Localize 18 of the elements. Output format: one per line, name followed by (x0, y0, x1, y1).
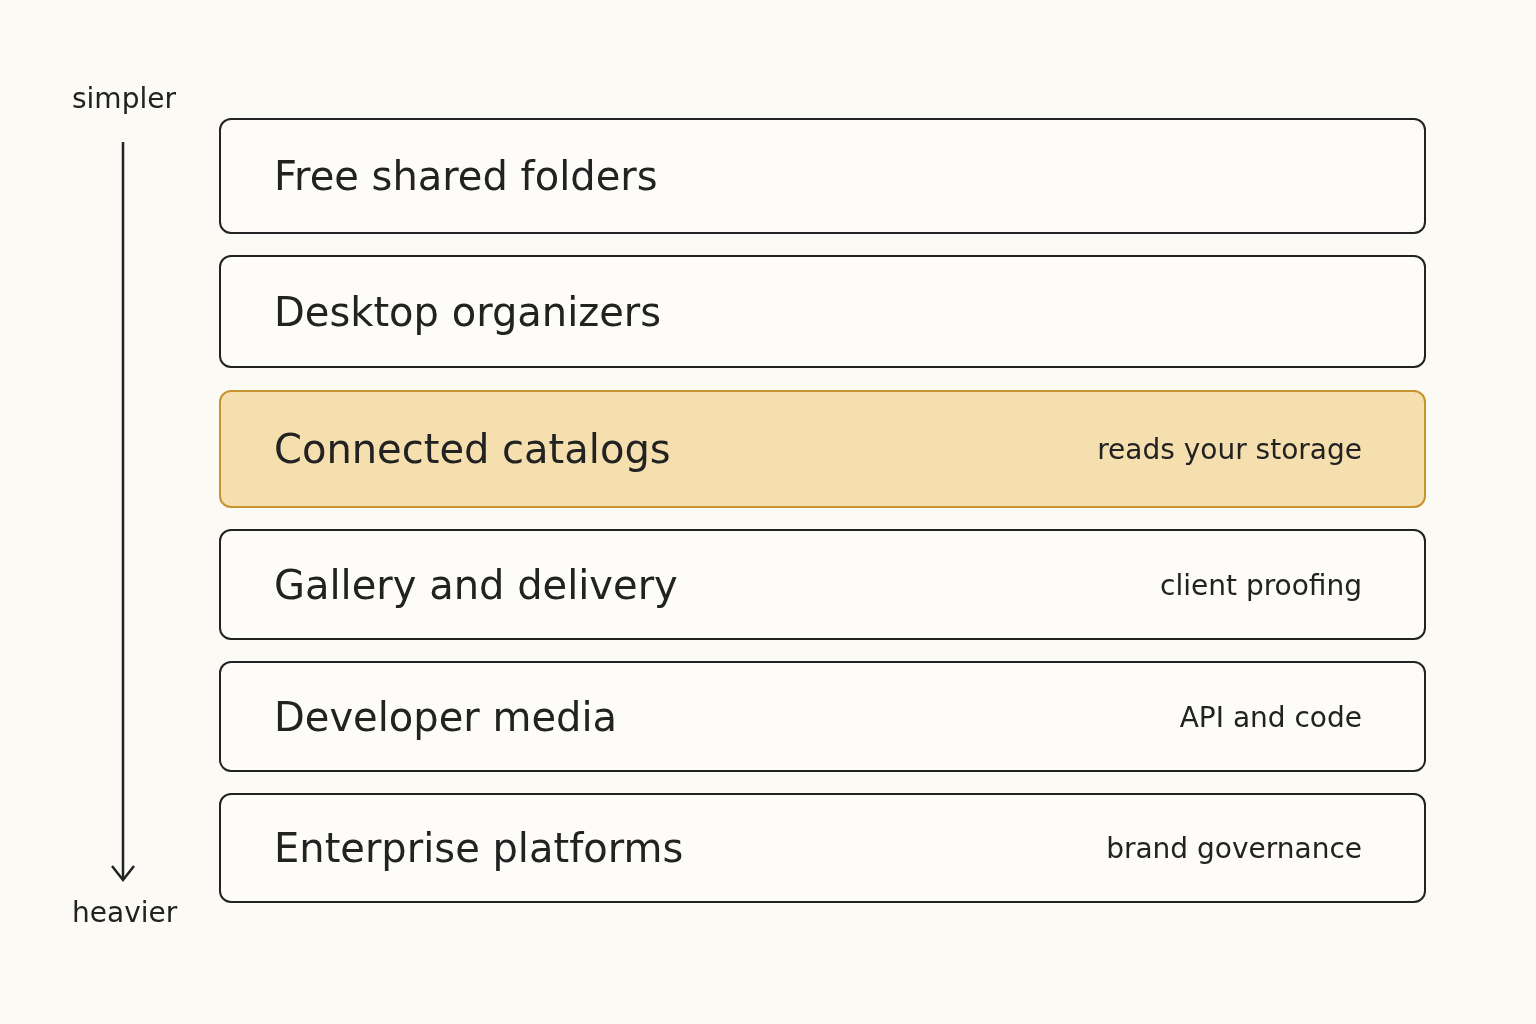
tier-note: client proofing (1160, 568, 1362, 601)
highlighted-tier-box (219, 390, 1426, 508)
axis-label: heavier (72, 896, 178, 929)
tier-title: Enterprise platforms (274, 825, 684, 871)
tier-box (219, 793, 1426, 903)
tier-title: Developer media (274, 693, 618, 740)
tier-note: reads your storage (1097, 432, 1362, 466)
tier-box (219, 255, 1426, 368)
tier-title: Desktop organizers (274, 288, 662, 335)
tier-note: brand governance (1106, 831, 1362, 865)
tier-box (219, 661, 1426, 772)
tier-title: Connected catalogs (274, 426, 671, 472)
tier-box (219, 118, 1426, 234)
tier-title: Free shared folders (274, 153, 658, 199)
tier-box (219, 529, 1426, 640)
axis-label: simpler (72, 82, 176, 115)
tier-title: Gallery and delivery (274, 561, 678, 608)
tier-note: API and code (1179, 700, 1362, 733)
